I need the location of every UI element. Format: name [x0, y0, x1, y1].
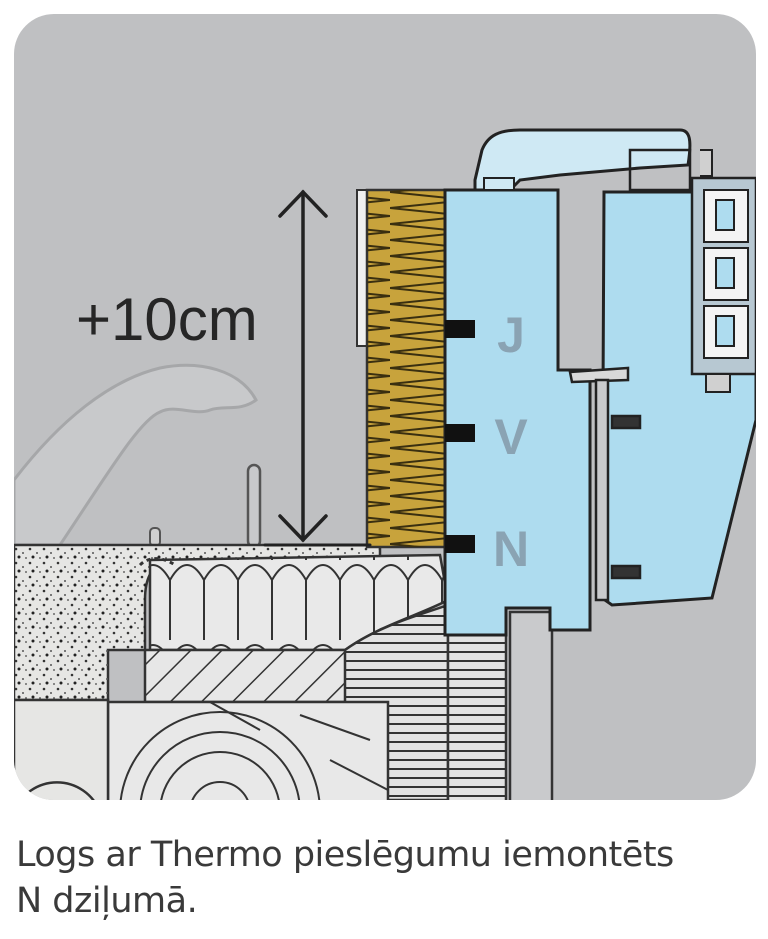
sill-stud [149, 527, 161, 547]
depth-marker-j: J [497, 307, 525, 363]
glazing-unit [628, 148, 756, 393]
depth-marker-v: V [494, 409, 528, 465]
caption-line-1: Logs ar Thermo pieslēgumu iemontēts [16, 835, 674, 875]
faucet-silhouette-icon [14, 363, 258, 547]
caption-line-2: N dziļumā. [16, 881, 198, 921]
sill-post [246, 463, 262, 549]
anchor-plug-n [445, 535, 475, 553]
figure-caption: Logs ar Thermo pieslēgumu iemontēts N dz… [16, 832, 756, 924]
frame-cap [473, 128, 692, 192]
window-installation-diagram: J V N +10cm [14, 14, 756, 800]
depth-marker-n: N [493, 521, 529, 577]
stone-block [106, 700, 390, 800]
dimension-label: +10cm [76, 286, 258, 353]
anchor-plug-j [445, 320, 475, 338]
window-frame [443, 188, 592, 637]
support-pillar [508, 610, 554, 800]
frame-seals [568, 366, 642, 602]
dimension-arrow [263, 189, 372, 547]
anchor-plug-v [445, 424, 475, 442]
